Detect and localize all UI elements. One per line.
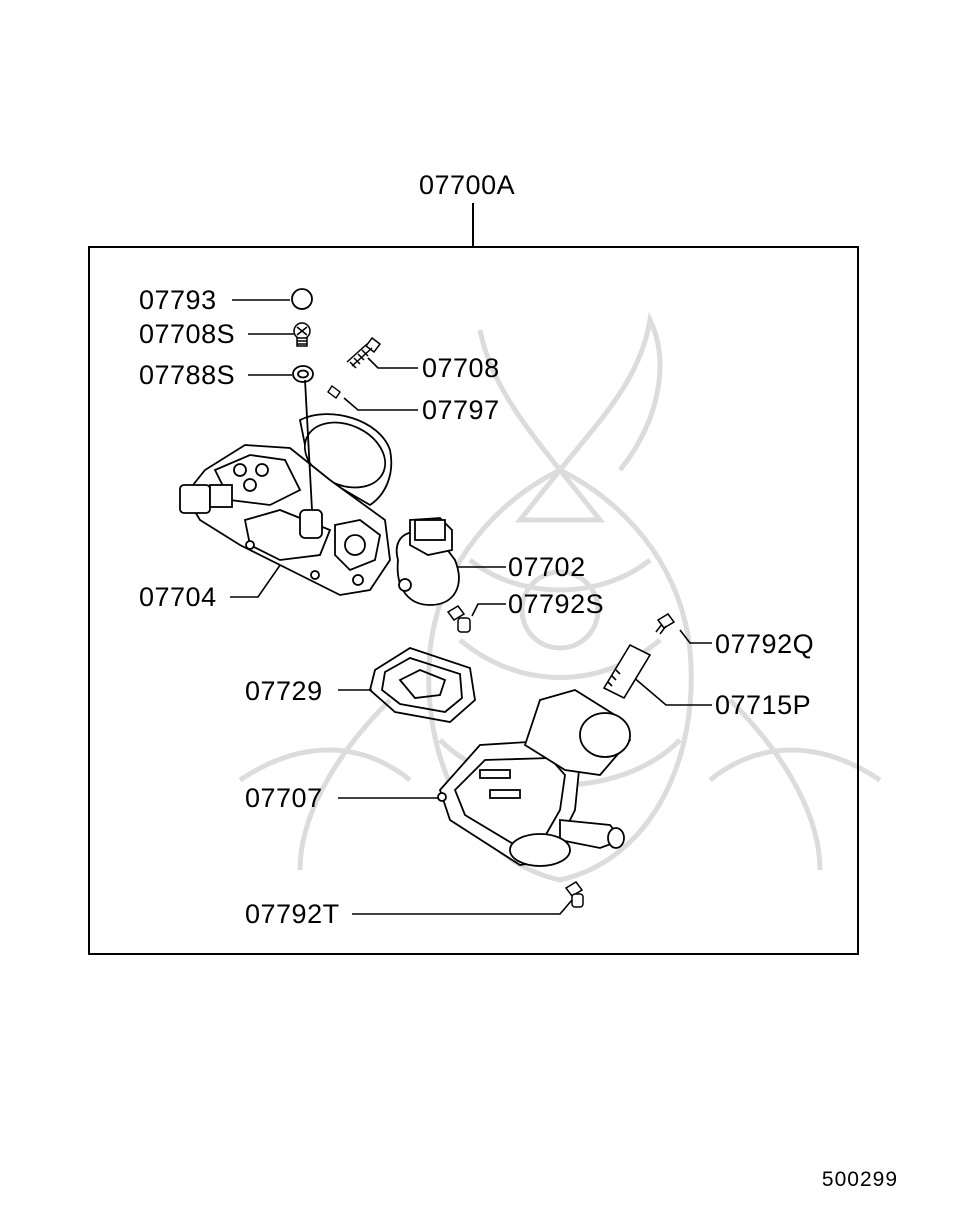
callout-07792T[interactable]: 07792T [245,899,340,929]
part-throttle-body-07704 [179,379,393,596]
callout-07788S[interactable]: 07788S [139,360,236,390]
callout-07715P[interactable]: 07715P [715,690,812,720]
part-cap-07793 [291,288,313,310]
callout-07708[interactable]: 07708 [422,353,500,383]
part-screw-07792Q [655,613,676,635]
callout-07704[interactable]: 07704 [139,582,217,612]
part-screw-07792T [564,881,584,908]
callout-07793[interactable]: 07793 [139,285,217,315]
part-screw-07792S [446,605,471,633]
part-sensor-07702 [395,517,460,606]
part-insulator-07715P [602,643,652,700]
callout-07797[interactable]: 07797 [422,395,500,425]
part-bolt-07708 [346,336,382,369]
leader-lines [230,299,712,915]
callout-07708S[interactable]: 07708S [139,319,236,349]
part-oring-07788S [292,365,314,383]
assembly-label: 07700A [419,170,516,200]
part-pin-07797 [327,384,341,400]
part-screw-07708S [293,322,311,347]
callout-07702[interactable]: 07702 [508,552,586,582]
part-valve-07707 [437,689,632,867]
callout-07792S[interactable]: 07792S [508,589,605,619]
callout-07729[interactable]: 07729 [245,676,323,706]
callout-07707[interactable]: 07707 [245,783,323,813]
part-gasket-07729 [368,647,476,723]
callout-07792Q[interactable]: 07792Q [715,629,815,659]
diagram-id: 500299 [821,1168,898,1191]
